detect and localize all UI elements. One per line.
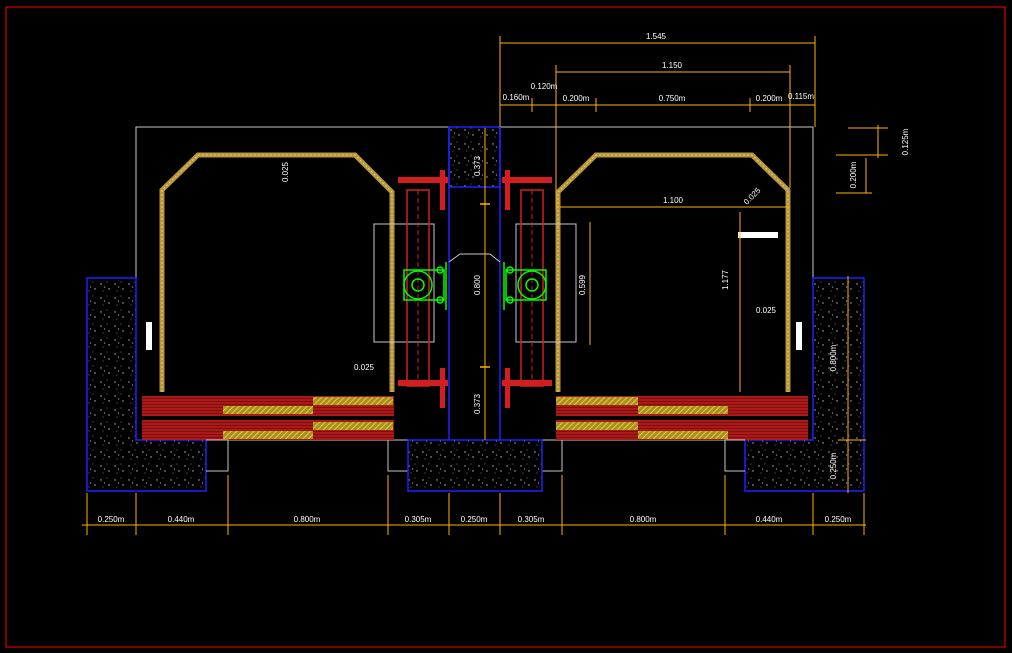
dim-top-overall: 1.545 bbox=[646, 32, 667, 41]
left-chamber bbox=[86, 126, 450, 492]
dim-center-lower: 0.373 bbox=[473, 393, 482, 414]
dim-bottom-1: 0.440m bbox=[168, 515, 195, 524]
left-foundation bbox=[86, 277, 207, 492]
left-outer-outline bbox=[135, 126, 450, 441]
dim-top-0200-left: 0.200m bbox=[563, 94, 590, 103]
dimension-labels: 1.545 1.150 0.160m 0.120m 0.200m 0.750m … bbox=[98, 32, 910, 524]
dim-center-middle: 0.800 bbox=[473, 274, 482, 295]
center-pit bbox=[373, 126, 577, 492]
dim-right-0200: 0.200m bbox=[849, 161, 858, 188]
dim-center-opening: 0.599 bbox=[578, 274, 587, 295]
dim-right-0800: 0.800m bbox=[829, 344, 838, 371]
dim-bottom-3: 0.305m bbox=[405, 515, 432, 524]
dim-right-0125: 0.125m bbox=[901, 128, 910, 155]
left-bracket bbox=[403, 262, 447, 310]
left-wall-lining bbox=[159, 152, 395, 392]
dim-bottom-2: 0.800m bbox=[294, 515, 321, 524]
dim-top-inner: 1.150 bbox=[662, 61, 683, 70]
left-base-yellow-3 bbox=[223, 431, 313, 439]
dim-bottom-0: 0.250m bbox=[98, 515, 125, 524]
right-foundation bbox=[744, 277, 865, 492]
dim-bottom-5: 0.305m bbox=[518, 515, 545, 524]
right-plate bbox=[738, 232, 778, 238]
dim-right-chamber-width: 1.100 bbox=[663, 196, 684, 205]
right-base-yellow-2 bbox=[638, 406, 728, 414]
right-handle bbox=[796, 322, 802, 350]
dim-bottom-7: 0.440m bbox=[756, 515, 783, 524]
right-outer-outline bbox=[499, 126, 814, 441]
dim-top-0115: 0.115m bbox=[788, 92, 814, 101]
dim-right-chamber-height: 1.177 bbox=[721, 269, 730, 290]
center-pit-top bbox=[448, 126, 501, 188]
dim-bottom-6: 0.800m bbox=[630, 515, 657, 524]
right-base-yellow-1 bbox=[556, 397, 638, 405]
right-base-yellow-4 bbox=[638, 431, 728, 439]
dim-top-0750: 0.750m bbox=[659, 94, 686, 103]
dim-bottom-8: 0.250m bbox=[825, 515, 852, 524]
dim-top-0120: 0.120m bbox=[531, 82, 558, 91]
center-pit-bottom bbox=[407, 439, 543, 492]
dim-bottom-4: 0.250m bbox=[461, 515, 488, 524]
drawing-frame bbox=[5, 6, 1006, 648]
right-bracket bbox=[503, 262, 547, 310]
dimension-lines bbox=[82, 36, 888, 535]
dim-center-upper: 0.373 bbox=[473, 155, 482, 176]
dim-right-chamber-wall: 0.025 bbox=[756, 306, 777, 315]
dim-right-chamber-chamfer: 0.025 bbox=[742, 186, 763, 207]
dim-top-0160: 0.160m bbox=[503, 93, 530, 102]
dim-left-wall-bottom: 0.025 bbox=[354, 363, 375, 372]
left-base-yellow-1 bbox=[223, 406, 313, 414]
right-chamber bbox=[499, 126, 865, 492]
dim-left-wall-top: 0.025 bbox=[281, 161, 290, 182]
left-handle bbox=[146, 322, 152, 350]
right-base-yellow-3 bbox=[556, 422, 638, 430]
left-base-yellow-2 bbox=[313, 397, 393, 405]
dim-right-0250: 0.250m bbox=[829, 452, 838, 479]
dim-top-0200-right: 0.200m bbox=[756, 94, 783, 103]
left-base-yellow-4 bbox=[313, 422, 393, 430]
